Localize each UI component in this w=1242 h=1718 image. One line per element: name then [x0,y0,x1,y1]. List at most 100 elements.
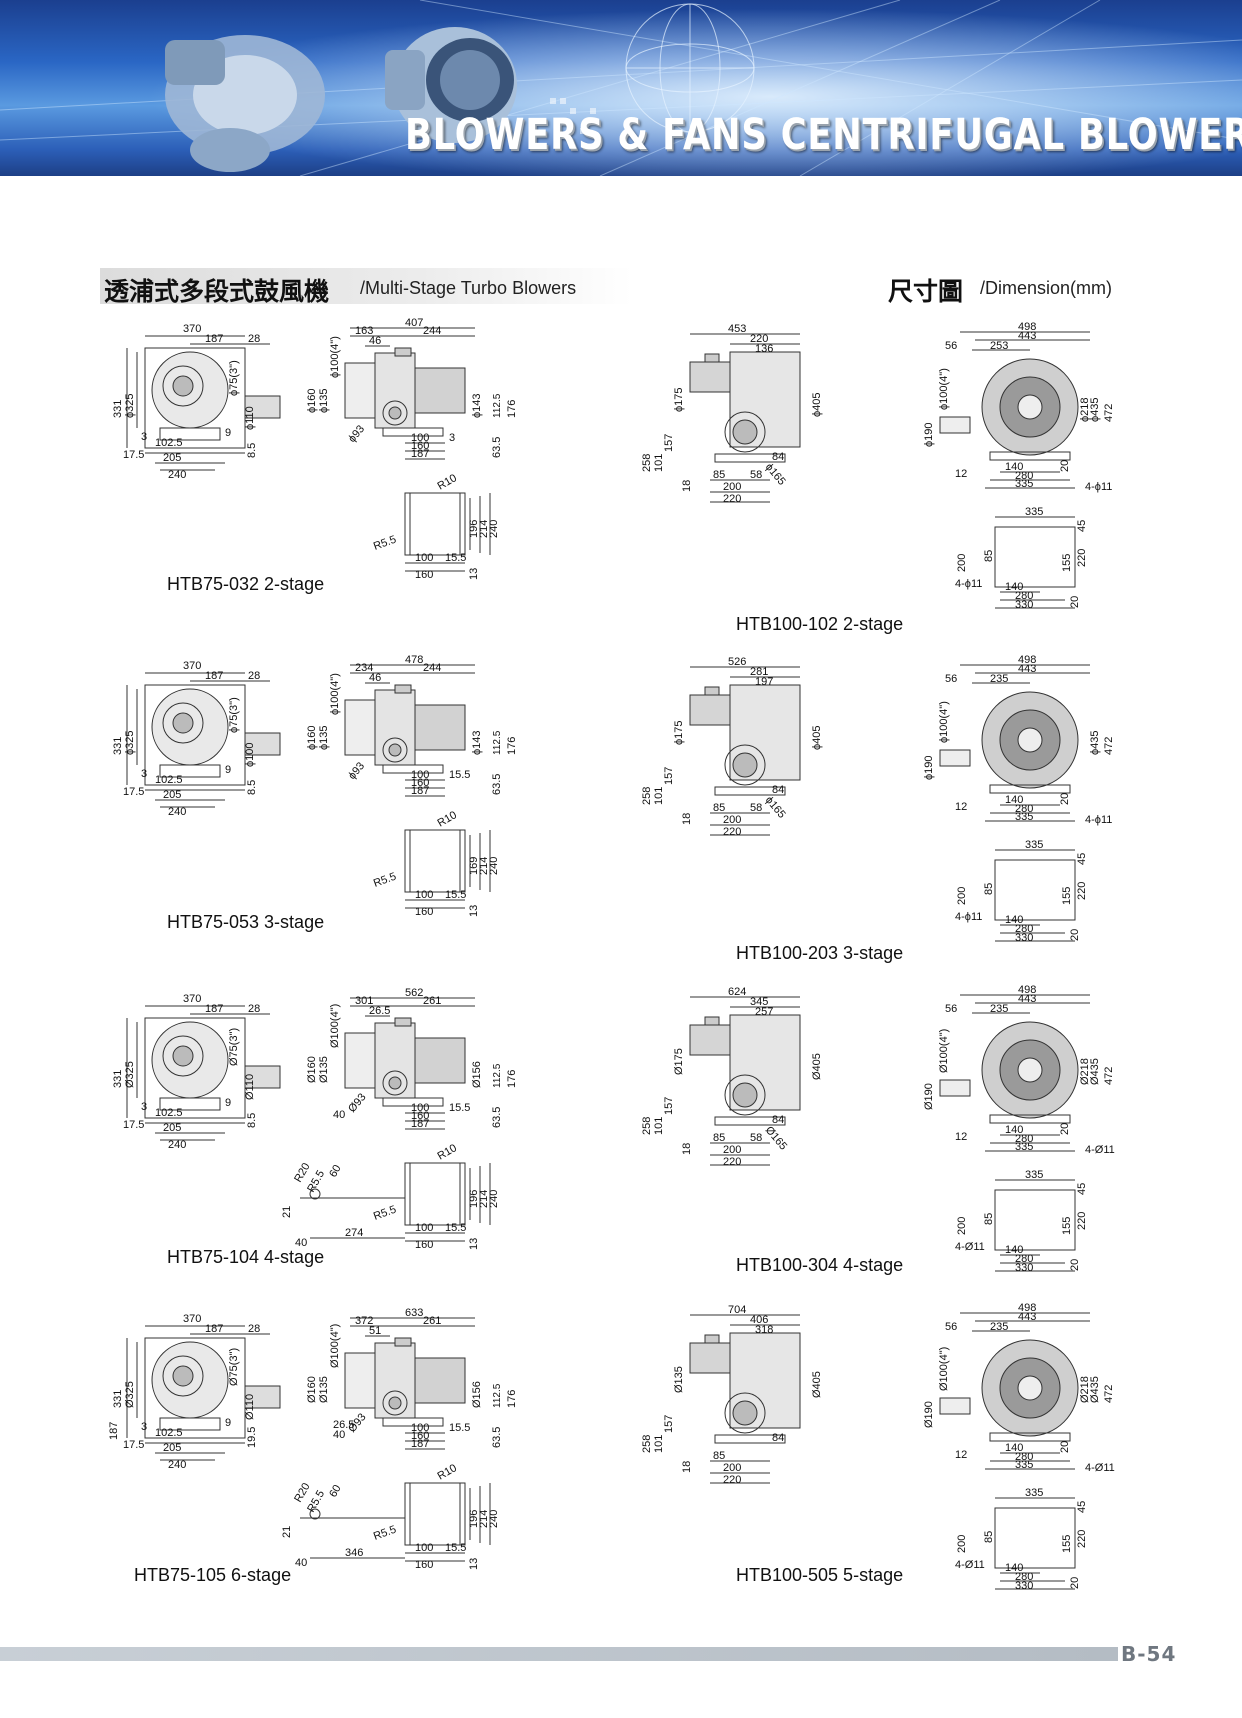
dim-side-l1-text: 163 [355,325,373,337]
model-label: HTB100-505 5-stage [736,1565,904,1585]
dim-holes-text: 4-ϕ11 [1085,481,1112,493]
terminal-box [394,1337,412,1347]
terminal-box [704,353,720,363]
dim-base-h3-text: 155 [1061,1535,1073,1553]
inlet-duct [344,362,376,419]
dim-base-d-text: 17.5 [123,1439,144,1451]
dim-side-b4-text: 200 [723,1462,741,1474]
blower-illustration-icon [165,27,517,172]
dim-side-b3-text: 187 [411,1118,429,1130]
dim-side-h2-text: 176 [506,737,518,755]
dim-side-h1-text: 112.5 [492,393,503,418]
dim-side-b2-text: 58 [750,802,762,814]
dim-width-text: 370 [183,1313,201,1325]
dim-radius-large-text: R10 [436,809,459,829]
dim-motor-text: Ø405 [811,1053,823,1080]
dim-side-length-text: 453 [728,323,746,335]
side-outlet-ring [724,411,766,453]
dim-base-a-text: 102.5 [155,774,183,786]
impeller-hub [1017,727,1043,753]
dim-base-s3-text: 280 [1015,590,1033,602]
motor-body [414,1037,466,1084]
dim-side-d2-text: Ø135 [318,1376,330,1403]
dim-motor-text: Ø156 [471,1381,483,1408]
dim-base-w3-text: 15.5 [445,889,466,901]
dim-width-text: 370 [183,660,201,672]
dimension-title-zh: 尺寸圖 [888,277,964,306]
dim-height-text: 472 [1103,404,1115,422]
dim-base-h1-text: 200 [956,554,968,572]
base-plan-outline [994,1507,1076,1569]
dim-side-b3-text: 84 [772,451,784,463]
dim-base-x3-text: 21 [281,1206,293,1218]
inlet-ring [162,1355,204,1397]
dim-flange-text: ϕ110 [244,406,256,430]
dim-side-b1-text: 100 [411,1102,429,1114]
dim-side-b5-text: 220 [723,1156,741,1168]
dim-side-h4-text: 18 [681,1461,693,1473]
dim-center-text: 253 [990,340,1008,352]
dim-width-text: 370 [183,993,201,1005]
dim-base-f-text: 9 [225,1097,231,1109]
dim-side-b4-text: 200 [723,814,741,826]
dim-side-b4-text: 200 [723,481,741,493]
base-plate-outline [404,1162,466,1226]
dim-side-b4-text: 200 [723,1144,741,1156]
dim-inlet-text: Ø100(4") [938,1347,950,1391]
dim-base-w2-text: 45 [1076,1501,1088,1513]
dim-radius-large-text: R10 [436,1462,459,1482]
dim-side-l1-text: 220 [750,333,768,345]
motor-body [414,1357,466,1404]
dim-base-h3-text: 155 [1061,887,1073,905]
side-base-plate [714,786,786,796]
outlet-flange [244,1385,281,1409]
dim-offset-text: 56 [945,673,957,685]
dim-center-text: 187 [205,1003,223,1015]
dim-base-s2-text: 140 [1005,914,1023,926]
dim-base-c-text: 335 [1015,811,1033,823]
dim-base-d-text: 12 [955,1131,967,1143]
banner-graphic [0,0,1242,176]
dim-side-b3-text: 187 [411,1438,429,1450]
dim-diameter-text: Ø325 [124,1061,136,1088]
inlet-duct [939,1397,971,1415]
model-label: HTB75-105 6-stage [134,1565,292,1585]
dim-base-x6-text: 60 [327,1483,344,1500]
dim-side-h2-text: 101 [653,1435,665,1453]
dim-offset-text: 28 [248,1003,260,1015]
dim-side-d1-text: Ø135 [673,1366,685,1393]
dim-base-a-text: 140 [1005,1124,1023,1136]
inlet-duct [939,416,971,434]
dim-side-l2-text: 197 [755,676,773,688]
terminal-box [394,1017,412,1027]
dim-base-b-text: 280 [1015,1451,1033,1463]
dim-side-l2-text: 318 [755,1324,773,1336]
dim-base-a-text: 140 [1005,794,1023,806]
dim-base-w3-text: 15.5 [445,1542,466,1554]
dim-side-l2-text: 257 [755,1006,773,1018]
dim-side-b4-text: 63.5 [491,1107,503,1128]
dim-side-b1-text: 100 [411,769,429,781]
dim-side-length-text: 633 [405,1308,423,1319]
side-outlet-ring [724,744,766,786]
motor-body [689,694,731,726]
base-plan-outline [994,526,1076,588]
dim-width-text: 498 [1018,1303,1036,1314]
dim-base-s4-text: 330 [1015,1262,1033,1274]
dim-base-w2-text: 45 [1076,520,1088,532]
dim-side-length-text: 478 [405,655,423,666]
dim-side-l1-text: 281 [750,666,768,678]
dim-center-text: 187 [205,333,223,345]
dim-base-h4-text: 220 [1076,1212,1088,1230]
dim-base-w1-text: 100 [415,552,433,564]
dim-base-h1-text: 196 [468,520,480,538]
dim-base-s5-text: 20 [1069,929,1081,941]
dim-base-c-text: 240 [168,469,186,481]
dim-base-d-text: 17.5 [123,449,144,461]
dim-base-w1-text: 100 [415,889,433,901]
dim-radius-small-text: R5.5 [372,1524,398,1543]
dim-base-a-text: 102.5 [155,1107,183,1119]
dim-base-s5-text: 20 [1069,1259,1081,1271]
dim-base-h2-text: 214 [478,857,490,875]
